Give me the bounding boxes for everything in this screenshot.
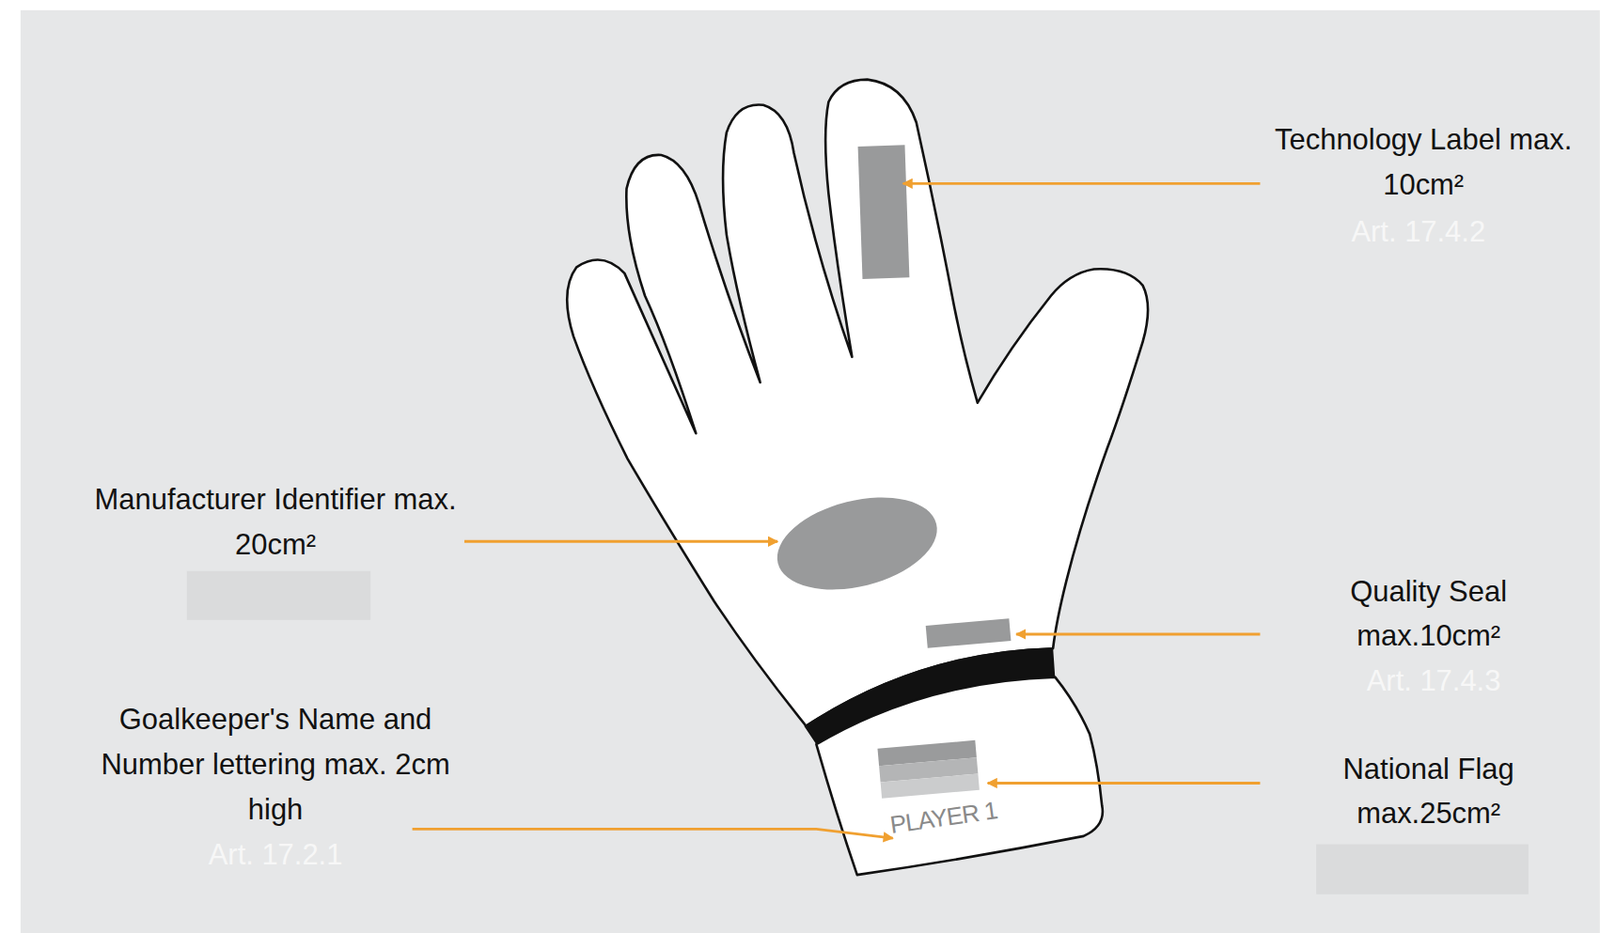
callout-label: Technology Label max. 10cm² bbox=[1265, 117, 1582, 208]
blank-box bbox=[1316, 845, 1529, 895]
article-reference: Art. 17.4.3 bbox=[1280, 658, 1587, 705]
background-panel bbox=[20, 10, 1600, 933]
quality-seal-patch bbox=[925, 618, 1012, 649]
callout-label: Goalkeeper's Name and Number lettering m… bbox=[94, 697, 456, 832]
article-reference: Art. 17.2.1 bbox=[122, 832, 429, 879]
callout-label: National Flag max.25cm² bbox=[1305, 747, 1552, 838]
glove-hand bbox=[566, 79, 1148, 727]
article-reference: Art. 17.4.2 bbox=[1265, 209, 1572, 255]
callout-label: Manufacturer Identifier max. 20cm² bbox=[76, 477, 474, 568]
flag-patch bbox=[877, 740, 979, 800]
leader-lines bbox=[412, 183, 1261, 839]
technology-label-patch bbox=[858, 144, 910, 280]
manufacturer-patch bbox=[768, 482, 948, 605]
blank-box bbox=[187, 571, 371, 621]
glove-cuff bbox=[815, 677, 1103, 877]
callout-label: Quality Seal max.10cm² bbox=[1305, 569, 1552, 660]
